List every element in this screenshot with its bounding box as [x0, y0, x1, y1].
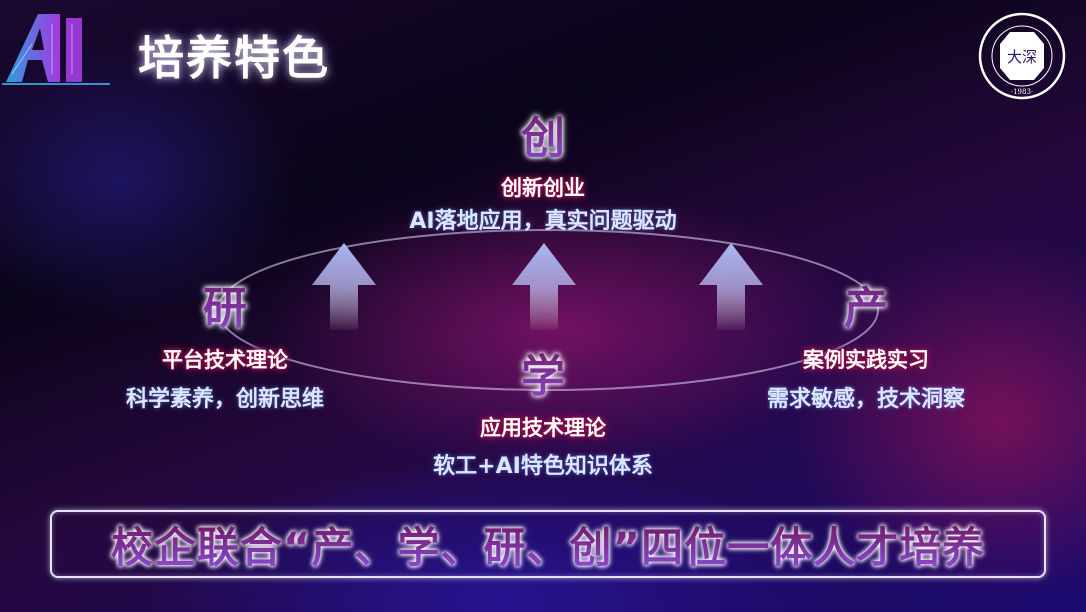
svg-text:大深: 大深 — [1007, 48, 1037, 66]
node-chuang-char: 创 — [521, 102, 565, 166]
summary-banner-text: 校企联合“产、学、研、创”四位一体人才培养 — [111, 514, 985, 575]
up-arrow-icon — [699, 243, 763, 330]
up-arrow-icon — [512, 243, 576, 330]
node-chuang-desc: AI落地应用，真实问题驱动 — [409, 209, 677, 234]
ai-circuit-logo — [2, 14, 110, 85]
node-chan-char: 产 — [844, 272, 888, 336]
node-xue-char: 学 — [521, 340, 565, 404]
node-yan-char: 研 — [203, 272, 247, 336]
node-chan-desc: 需求敏感，技术洞察 — [766, 387, 966, 412]
node-xue-desc: 软工+AI特色知识体系 — [433, 454, 653, 479]
node-chan-heading: 案例实践实习 — [803, 348, 929, 372]
node-xue-heading: 应用技术理论 — [480, 416, 606, 440]
summary-banner: 校企联合“产、学、研、创”四位一体人才培养 — [50, 510, 1046, 578]
up-arrow-icon — [312, 243, 376, 330]
university-seal: 大深 ·1983· — [978, 12, 1066, 100]
page-title: 培养特色 — [138, 31, 330, 85]
cycle-ellipse — [217, 229, 879, 391]
node-yan-heading: 平台技术理论 — [162, 348, 288, 372]
node-chuang-heading: 创新创业 — [501, 176, 585, 200]
svg-text:·1983·: ·1983· — [1011, 88, 1033, 96]
node-yan-desc: 科学素养，创新思维 — [125, 387, 325, 412]
